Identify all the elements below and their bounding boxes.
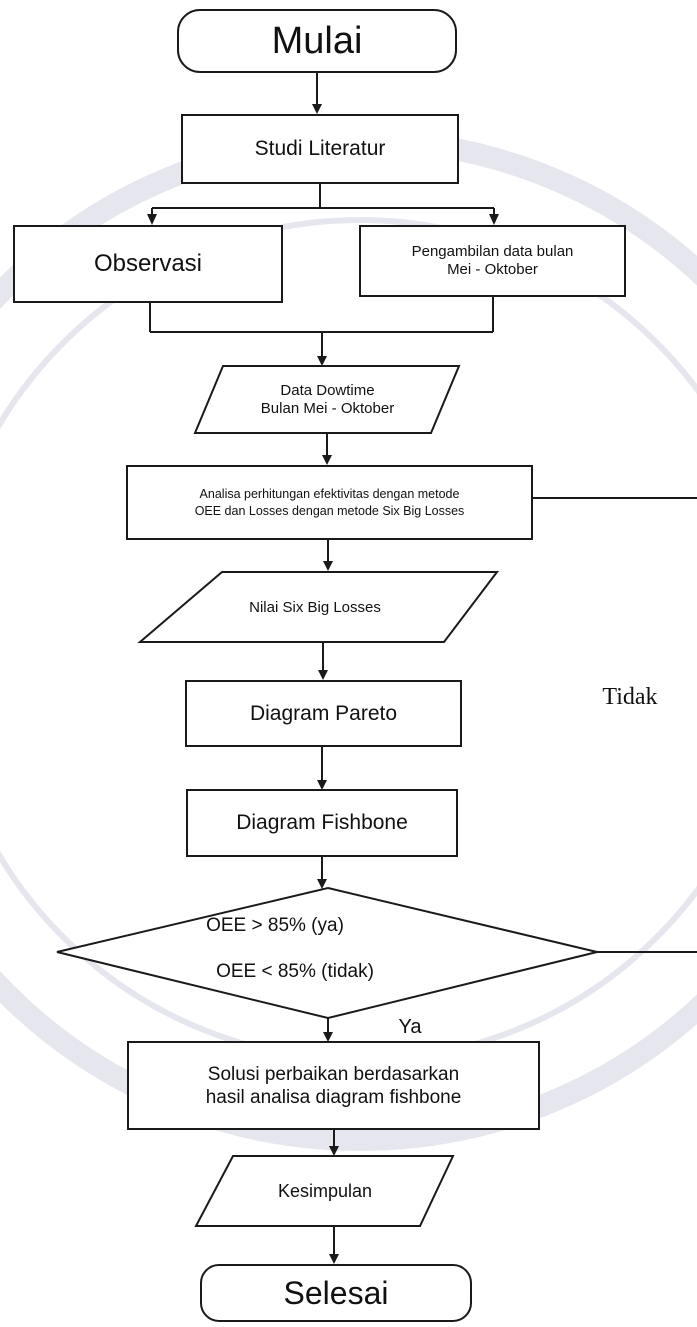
literature-label: Studi Literatur — [254, 137, 386, 160]
data-collection-label: Pengambilan data bulan Mei - Oktober — [411, 243, 574, 278]
six-big-losses-io — [137, 571, 500, 643]
solution-process — [127, 1041, 540, 1130]
end-terminal — [200, 1264, 472, 1322]
downtime-data-io — [193, 365, 461, 434]
six-big-losses-label: Nilai Six Big Losses — [249, 598, 381, 616]
conclusion-label: Kesimpulan — [277, 1180, 373, 1201]
start-terminal — [177, 9, 457, 73]
observation-label: Observasi — [93, 250, 203, 277]
decision-no-label: OEE < 85% (tidak) — [216, 961, 374, 982]
start-label: Mulai — [271, 19, 363, 62]
solution-label: Solusi perbaikan berdasarkan hasil anali… — [205, 1063, 462, 1108]
observation-process — [13, 225, 283, 303]
end-label: Selesai — [283, 1274, 389, 1311]
conclusion-io — [194, 1155, 455, 1227]
arrowheads — [147, 104, 499, 1264]
fishbone-label: Diagram Fishbone — [236, 811, 408, 834]
downtime-data-label: Data Dowtime Bulan Mei - Oktober — [260, 381, 395, 417]
analysis-label: Analisa perhitungan efektivitas dengan m… — [194, 486, 465, 518]
data-collection-process — [359, 225, 626, 297]
oee-decision — [56, 886, 598, 1020]
pareto-label: Diagram Pareto — [249, 701, 398, 725]
analysis-process — [126, 465, 533, 540]
fishbone-process — [186, 789, 458, 857]
decision-yes-label: OEE > 85% (ya) — [206, 915, 344, 936]
literature-process — [181, 114, 459, 184]
tidak-label: Tidak — [602, 683, 658, 710]
pareto-process — [185, 680, 462, 747]
ya-label: Ya — [398, 1015, 422, 1038]
